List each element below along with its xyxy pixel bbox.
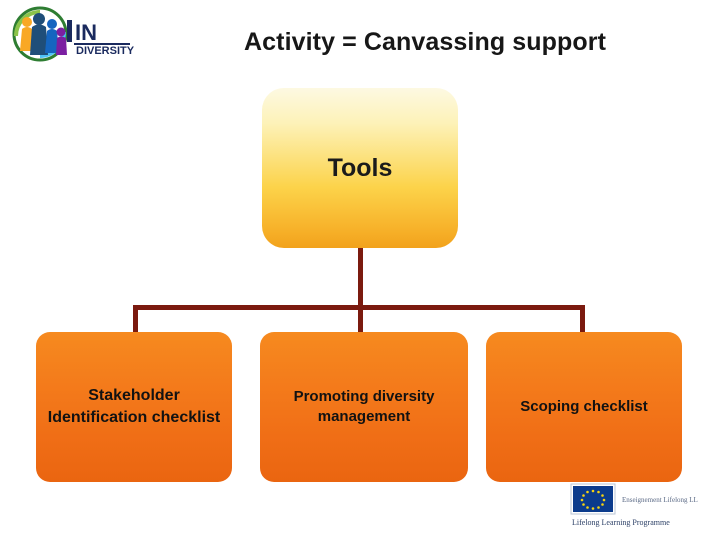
in-diversity-logo: IN DIVERSITY: [10, 6, 152, 68]
connector-root-vertical: [358, 247, 363, 309]
connector-drop-middle: [358, 305, 363, 333]
svg-text:IN: IN: [75, 20, 97, 45]
connector-drop-left: [133, 305, 138, 333]
node-tools[interactable]: Tools: [262, 88, 458, 248]
page-title: Activity = Canvassing support: [243, 28, 607, 56]
node-stakeholder-identification-checklist[interactable]: Stakeholder Identification checklist: [36, 332, 232, 482]
node-promoting-label: Promoting diversity management: [293, 387, 435, 425]
node-scoping-checklist[interactable]: Scoping checklist: [486, 332, 682, 482]
eu-lifelong-learning-logo: Enseignement Lifelong LL Lifelong Learni…: [570, 482, 712, 530]
connector-drop-right: [580, 305, 585, 333]
node-scoping-label: Scoping checklist: [520, 397, 648, 415]
svg-text:DIVERSITY: DIVERSITY: [76, 45, 135, 57]
eu-logo-caption: Lifelong Learning Programme: [572, 518, 670, 527]
node-stakeholder-label: Stakeholder Identification checklist: [47, 387, 221, 426]
eu-logo-subcaption: Enseignement Lifelong LL: [622, 496, 698, 504]
node-tools-label: Tools: [327, 153, 393, 182]
node-promoting-diversity-management[interactable]: Promoting diversity management: [260, 332, 468, 482]
